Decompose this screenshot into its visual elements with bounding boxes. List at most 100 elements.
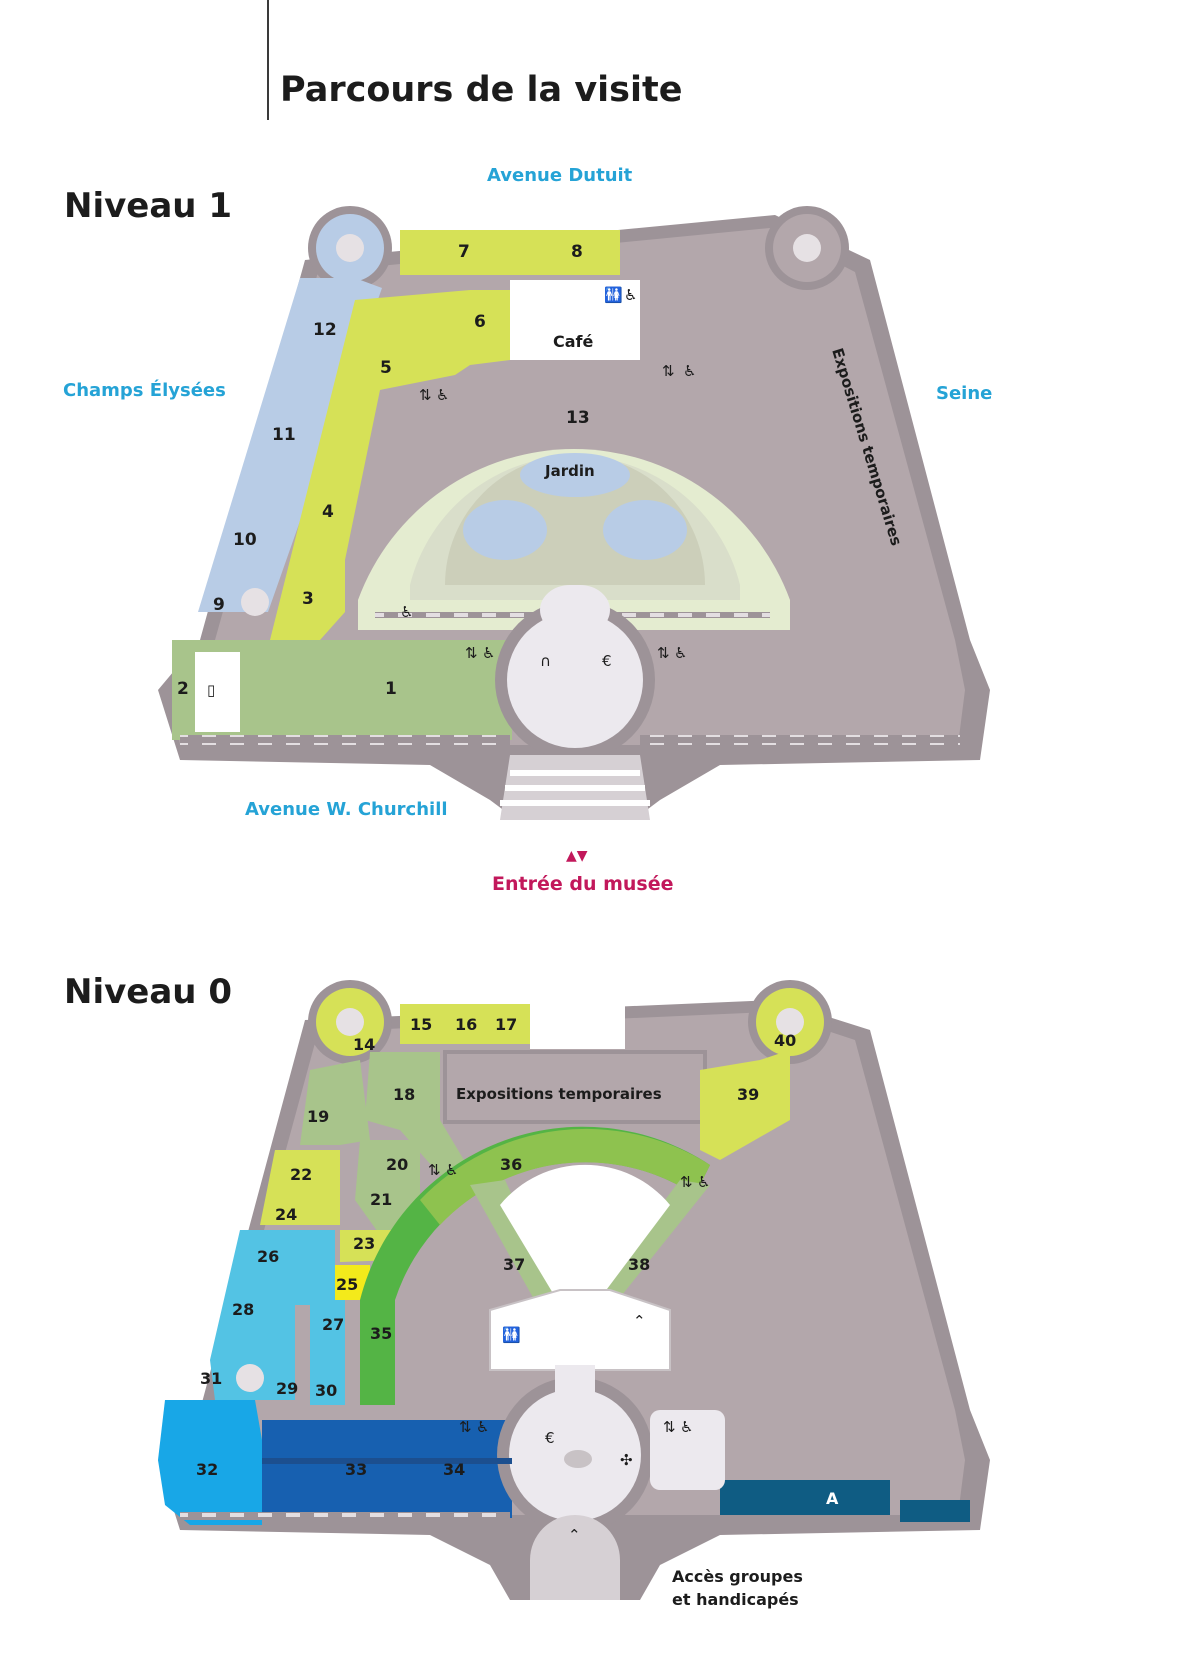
- wheelchair-icon: ♿: [674, 644, 687, 662]
- room-label-25: 25: [336, 1275, 358, 1294]
- corridor-line: [262, 1458, 512, 1464]
- room-38: [590, 1180, 710, 1310]
- room-label-6: 6: [474, 312, 486, 332]
- level-0-label: Niveau 0: [64, 972, 232, 1012]
- room-36: [420, 1128, 710, 1225]
- room-label-32: 32: [196, 1460, 218, 1479]
- stair-icon: [336, 1008, 364, 1036]
- room-label-1: 1: [385, 679, 397, 699]
- street-east: Seine: [936, 383, 993, 404]
- room-2-bookshop: [195, 652, 240, 732]
- room-19: [300, 1060, 370, 1145]
- room-label-30: 30: [315, 1381, 337, 1400]
- toilet-icon: 🚻: [502, 1326, 521, 1344]
- room-18: [365, 1052, 470, 1175]
- wheelchair-icon: ♿: [436, 386, 449, 404]
- room-label-5: 5: [380, 358, 392, 378]
- stair-icon: [241, 588, 269, 616]
- rotunda-north: [540, 585, 610, 635]
- room-label-34: 34: [443, 1460, 465, 1479]
- elevator-icon: ⇅: [657, 644, 670, 662]
- rotunda-hall: [507, 612, 643, 748]
- room-label-7: 7: [458, 242, 470, 262]
- pond-east: [603, 500, 687, 560]
- level-0-plan: [158, 980, 990, 1600]
- elevator-icon: ⇅: [419, 386, 432, 404]
- room-label-11: 11: [272, 425, 296, 445]
- room-8: [535, 230, 620, 275]
- rooms-26-31: [210, 1230, 335, 1400]
- room-37: [470, 1180, 560, 1310]
- window-row: [640, 735, 960, 745]
- elevator-icon: ⇅: [459, 1418, 472, 1436]
- wheelchair-icon: ♿: [624, 286, 637, 304]
- cafe-label: Café: [553, 332, 594, 351]
- ticket-icon: €: [602, 652, 612, 670]
- room-label-40: 40: [774, 1031, 796, 1050]
- room-label-13: 13: [566, 408, 590, 428]
- pond-north: [520, 453, 630, 497]
- room-32: [158, 1400, 262, 1525]
- group-entrance-hall: [650, 1410, 725, 1490]
- room-label-29: 29: [276, 1379, 298, 1398]
- level-1-plan: [158, 206, 990, 820]
- cafe-area: [510, 280, 640, 360]
- room-a: [720, 1480, 890, 1515]
- rooms-33-34: [262, 1420, 512, 1518]
- wheelchair-icon: ♿: [680, 1418, 693, 1436]
- street-south: Avenue W. Churchill: [245, 799, 448, 820]
- entrance-arrows-icon: ▲▼: [566, 848, 588, 864]
- room-label-35: 35: [370, 1324, 392, 1343]
- room-9-12-corridor: [198, 278, 382, 612]
- elevator-icon: ⇅: [680, 1173, 693, 1191]
- page-title: Parcours de la visite: [280, 70, 683, 110]
- south-apse: [530, 1515, 620, 1600]
- service-area: [530, 1004, 625, 1049]
- room-label-33: 33: [345, 1460, 367, 1479]
- wheelchair-icon: ♿: [476, 1418, 489, 1436]
- stair-icon: [776, 1008, 804, 1036]
- stair-icon: [793, 234, 821, 262]
- expositions-label-level-0: Expositions temporaires: [456, 1085, 662, 1103]
- rooms-20-21: [355, 1140, 420, 1235]
- street-north: Avenue Dutuit: [487, 165, 633, 186]
- room-label-3: 3: [302, 589, 314, 609]
- room-label-38: 38: [628, 1255, 650, 1274]
- room-label-18: 18: [393, 1085, 415, 1104]
- level-1-icons: 🚻 ♿ ⇅ ♿ ⇅ ♿ ♿ ⇅ ♿ ⇅ ♿ ∩ € ▯: [207, 286, 696, 699]
- room-7: [400, 230, 535, 275]
- room-3-6-block: [270, 290, 510, 640]
- pond-west: [463, 500, 547, 560]
- room-label-2: 2: [177, 679, 189, 699]
- step: [510, 770, 640, 776]
- level-0-room-labels: 14 15 16 17 18 19 20 21 22 23 24 25 26 2…: [196, 1015, 839, 1508]
- room-label-20: 20: [386, 1155, 408, 1174]
- room-label-19: 19: [307, 1107, 329, 1126]
- room-label-28: 28: [232, 1300, 254, 1319]
- room-label-26: 26: [257, 1247, 279, 1266]
- rotunda-center: [564, 1450, 592, 1468]
- room-label-15: 15: [410, 1015, 432, 1034]
- elevator-icon: ⇅: [428, 1161, 441, 1179]
- room-label-17: 17: [495, 1015, 517, 1034]
- jardin-label: Jardin: [544, 462, 595, 480]
- auditorium-lobby: [489, 1289, 671, 1371]
- room-label-36: 36: [500, 1155, 522, 1174]
- room-label-10: 10: [233, 530, 257, 550]
- rooms-22-24: [260, 1150, 340, 1225]
- room-label-9: 9: [213, 595, 225, 615]
- room-label-31: 31: [200, 1369, 222, 1388]
- group-access-label: Accès groupes et handicapés: [672, 1565, 803, 1611]
- auditorium: [500, 1164, 670, 1305]
- street-west: Champs Élysées: [63, 380, 226, 401]
- room-39: [700, 1050, 790, 1160]
- museum-entrance-label: Entrée du musée: [492, 873, 674, 895]
- level-1-label: Niveau 1: [64, 186, 232, 226]
- rotunda-north: [555, 1365, 595, 1405]
- room-label-39: 39: [737, 1085, 759, 1104]
- group-access-line-1: Accès groupes: [672, 1567, 803, 1586]
- wheelchair-icon: ♿: [445, 1161, 458, 1179]
- room-label-16: 16: [455, 1015, 477, 1034]
- toilet-icon: 🚻: [604, 286, 623, 304]
